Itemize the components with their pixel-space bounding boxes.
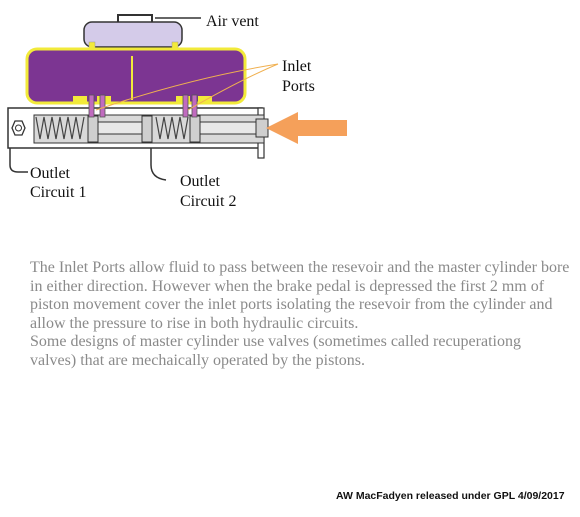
outlet-circuit-2-label-line-2: Circuit 2 — [180, 193, 237, 210]
primary-piston — [189, 115, 269, 143]
outlet-circuit-1-pipe — [9, 148, 28, 173]
primary-spring — [35, 116, 85, 140]
outlet-circuit-1-label-line-2: Circuit 1 — [30, 184, 87, 201]
secondary-piston — [87, 115, 153, 143]
description-text: The Inlet Ports allow fluid to pass betw… — [30, 259, 570, 371]
arrow-left-icon — [266, 112, 347, 144]
hexagon-nut-icon — [11, 120, 26, 136]
outlet-circuit-1-label-line-1: Outlet — [30, 165, 70, 182]
description-paragraph-2: Some designs of master cylinder use valv… — [30, 333, 521, 369]
inlet-port-leader-2 — [187, 63, 279, 111]
inlet-ports-label-line-2: Ports — [282, 78, 315, 95]
outlet-circuit-2-label-line-1: Outlet — [180, 173, 220, 190]
outlet-circuit-2-pipe — [150, 148, 167, 181]
inlet-port-leader-1 — [95, 63, 279, 111]
air-vent-label: Air vent — [206, 13, 259, 30]
credit-text: AW MacFadyen released under GPL 4/09/201… — [336, 490, 565, 502]
inlet-ports-label-line-1: Inlet — [282, 58, 312, 75]
description-paragraph-1: The Inlet Ports allow fluid to pass betw… — [30, 259, 570, 332]
master-cylinder-diagram — [7, 14, 347, 181]
secondary-spring — [155, 116, 189, 140]
